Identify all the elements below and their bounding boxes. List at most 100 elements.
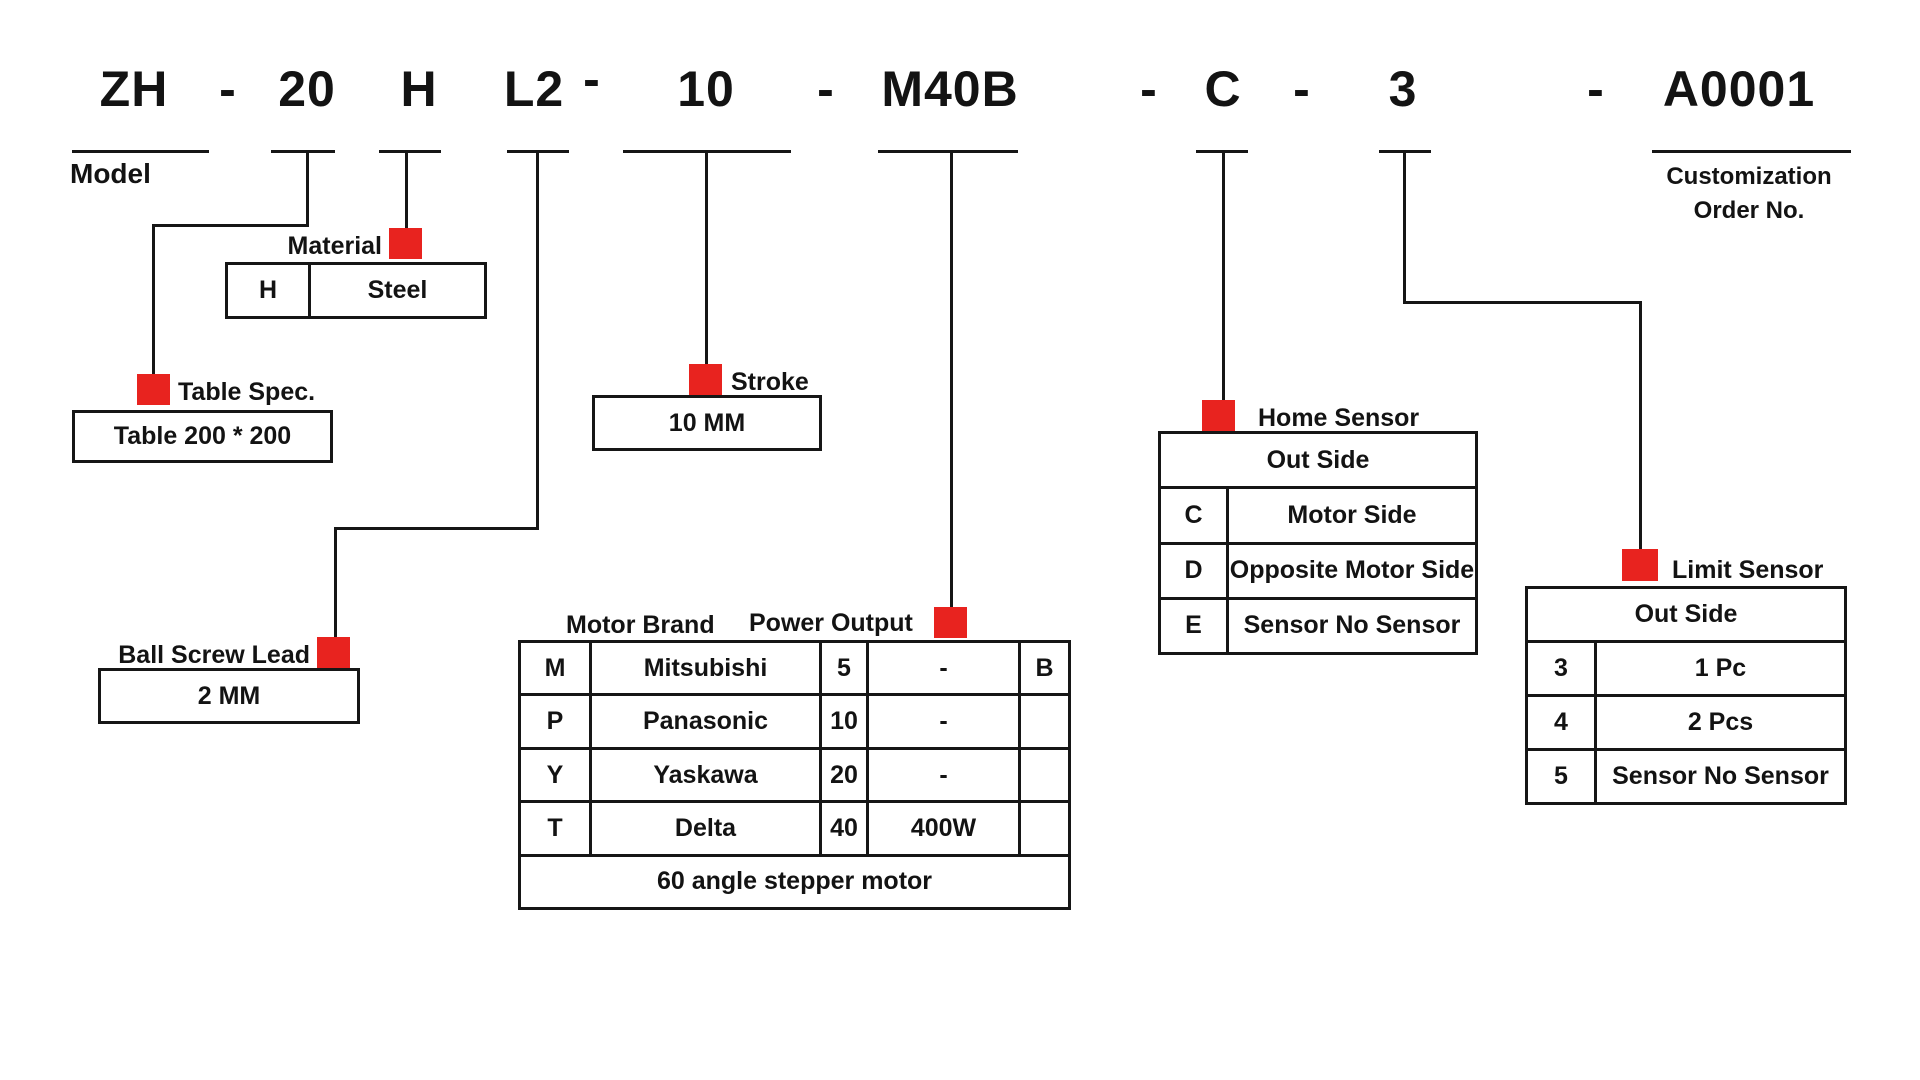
connector-limit-sensor [1403,153,1406,304]
code-separator: - [219,61,237,117]
code-underline [1652,150,1851,153]
stroke-marker [689,364,722,395]
power-output-label: Power Output [749,609,913,637]
motor-table: M Mitsubishi 5 - B P Panasonic 10 - Y Ya… [518,640,1071,910]
table-row: Out Side [1528,589,1844,640]
limit-sensor-value-cell: 2 Pcs [1594,697,1844,748]
home-sensor-table: Out Side C Motor Side D Opposite Motor S… [1158,431,1478,655]
code-separator: - [1587,61,1605,117]
connector-stroke [705,153,708,366]
code-separator: - [1293,61,1311,117]
home-sensor-value-cell: Sensor No Sensor [1226,599,1475,652]
limit-sensor-value-cell: Sensor No Sensor [1594,751,1844,802]
code-segment-limit-sensor: 3 [1388,61,1418,117]
connector-motor [950,153,953,609]
table-row: P Panasonic 10 - [521,693,1068,747]
motor-brand-cell: Yaskawa [589,749,819,801]
material-table: H Steel [225,262,487,319]
table-spec-marker [137,374,170,405]
table-row: 60 angle stepper motor [521,853,1068,907]
home-sensor-label: Home Sensor [1258,404,1420,432]
motor-brand-cell: Delta [589,803,819,854]
connector-limit-sensor [1403,301,1642,304]
motor-power-code-cell: 20 [819,749,866,801]
connector-table-spec [306,153,309,227]
motor-code-cell: P [546,707,564,736]
table-row: 3 1 Pc [1528,640,1844,694]
connector-ball-screw [334,527,337,640]
code-segment-order-no: A0001 [1662,61,1816,117]
code-separator: - [817,61,835,117]
code-separator: - [1140,61,1158,117]
code-separator: - [583,51,601,107]
table-row: Y Yaskawa 20 - [521,746,1068,801]
code-segment-series: ZH [99,61,169,117]
limit-sensor-table: Out Side 3 1 Pc 4 2 Pcs 5 Sensor No Sens… [1525,586,1847,805]
table-row: 5 Sensor No Sensor [1528,748,1844,802]
table-row: E Sensor No Sensor [1161,596,1475,652]
ball-screw-label: Ball Screw Lead [118,641,310,669]
home-sensor-code-cell: C [1184,500,1203,529]
code-underline [623,150,791,153]
ball-screw-marker [317,637,350,668]
code-segment-lead: L2 [503,61,565,117]
table-row: M Mitsubishi 5 - B [521,643,1068,694]
motor-power-code-cell: 10 [819,696,866,747]
table-row: T Delta 40 400W [521,800,1068,854]
customization-line1: Customization [1666,163,1832,190]
motor-extra-cell [1018,696,1068,747]
connector-table-spec [152,224,155,377]
material-marker [389,228,422,259]
motor-footer-cell: 60 angle stepper motor [656,867,933,896]
customization-label: Customization Order No. [1619,160,1879,228]
limit-sensor-code-cell: 5 [1554,762,1568,790]
motor-brand-cell: Panasonic [589,696,819,747]
code-underline [379,150,441,153]
motor-power-code-cell: 40 [819,803,866,854]
material-code-cell: H [258,276,278,304]
limit-sensor-code-cell: 4 [1554,708,1568,736]
motor-marker [934,607,967,638]
table-row: C Motor Side [1161,486,1475,542]
table-row: Out Side [1161,434,1475,486]
motor-power-cell: - [866,696,1018,747]
code-underline [1196,150,1248,153]
table-spec-box: Table 200 * 200 [72,410,333,463]
code-segment-stroke: 10 [677,61,735,117]
home-sensor-value-cell: Opposite Motor Side [1226,544,1475,597]
code-segment-material: H [400,61,438,117]
motor-power-cell: 400W [866,803,1018,854]
limit-sensor-code-cell: 3 [1554,654,1568,682]
motor-extra-cell [1018,803,1068,854]
material-label: Material [287,232,382,260]
motor-brand-cell: Mitsubishi [589,643,819,694]
material-value-cell: Steel [308,265,484,316]
model-label: Model [70,158,151,189]
table-spec-label: Table Spec. [178,378,316,406]
connector-material [405,153,408,231]
connector-home-sensor [1222,153,1225,402]
home-sensor-marker [1202,400,1235,431]
code-underline [878,150,1018,153]
stroke-label: Stroke [731,368,809,396]
connector-ball-screw [334,527,539,530]
code-underline [507,150,569,153]
limit-sensor-label: Limit Sensor [1672,556,1824,584]
table-row: D Opposite Motor Side [1161,541,1475,597]
motor-brand-label: Motor Brand [566,611,715,639]
home-sensor-code-cell: D [1184,556,1203,585]
connector-limit-sensor [1639,301,1642,551]
motor-code-cell: M [544,653,566,682]
limit-sensor-marker [1622,549,1658,581]
home-sensor-header-cell: Out Side [1266,445,1370,474]
connector-table-spec [152,224,309,227]
connector-ball-screw [536,153,539,530]
customization-line2: Order No. [1693,197,1805,224]
motor-extra-cell: B [1018,643,1068,694]
motor-power-cell: - [866,749,1018,801]
ball-screw-box: 2 MM [98,668,360,724]
code-segment-home-sensor: C [1204,61,1242,117]
code-segment-table-spec: 20 [278,61,336,117]
code-underline [1379,150,1431,153]
